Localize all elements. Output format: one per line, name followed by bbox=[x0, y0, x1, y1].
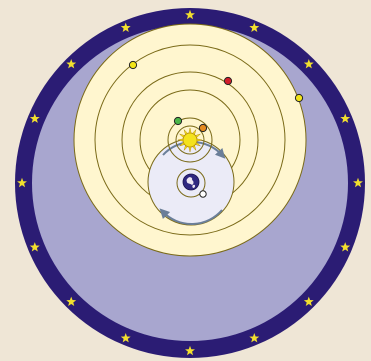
planet-mars bbox=[224, 77, 231, 84]
moon-icon bbox=[200, 191, 206, 197]
planet-venus bbox=[174, 117, 181, 124]
earth-icon bbox=[183, 174, 199, 190]
planet-mercury bbox=[199, 124, 206, 131]
planet-jupiter bbox=[129, 61, 136, 68]
planet-saturn bbox=[295, 94, 302, 101]
